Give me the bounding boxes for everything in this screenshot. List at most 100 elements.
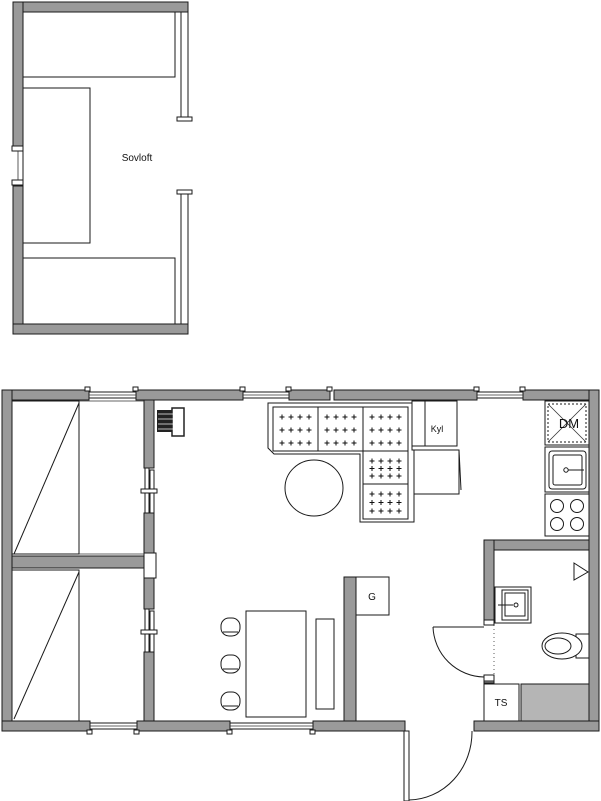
wall-bottom (473, 720, 600, 732)
loft-mattress-middle (22, 87, 91, 244)
cushion-cross (369, 458, 375, 464)
cushion-cross (369, 466, 375, 471)
bedroom-walls (11, 399, 158, 722)
windows (84, 386, 526, 735)
beds (11, 400, 144, 722)
bench (315, 618, 335, 710)
cushion-cross (378, 440, 384, 446)
wall-top (1, 389, 90, 401)
cushion-cross (369, 508, 375, 514)
loft-opening-mark (11, 145, 25, 152)
cushion-cross (342, 427, 348, 433)
cushion-cross (387, 440, 393, 446)
cushion-cross (378, 491, 384, 497)
loft-wall-top (12, 1, 189, 13)
vent-marker-icon (573, 562, 589, 581)
cushion-cross (387, 473, 393, 479)
cushion-cross (288, 414, 294, 420)
cushion-cross (333, 440, 339, 446)
wall-bottom (312, 720, 406, 732)
main-floor: Kyl DM (1, 386, 600, 801)
bathroom: TS (432, 539, 590, 722)
dryer-cabinet (483, 683, 520, 722)
loft-mattress-top (22, 11, 176, 78)
sleeping-loft: Sovloft (11, 1, 193, 335)
cushion-cross (378, 414, 384, 420)
cushion-cross (288, 440, 294, 446)
cushion-cross (396, 473, 402, 479)
cushion-cross (351, 440, 357, 446)
cushion-cross (342, 440, 348, 446)
cushion-cross (297, 427, 303, 433)
stool (220, 654, 241, 674)
loft-railing-end (176, 189, 193, 195)
loft-wall-bottom (12, 323, 189, 335)
sofa-cushion (272, 406, 319, 452)
cushion-cross (279, 427, 285, 433)
loft-railing-end (176, 116, 193, 122)
dishwasher-label: DM (559, 416, 579, 431)
side-cabinet (413, 449, 460, 495)
cushion-cross (378, 508, 384, 514)
cushion-cross (378, 427, 384, 433)
cushion-cross (369, 473, 375, 479)
shower-area (520, 683, 590, 722)
wardrobe-wall (343, 576, 357, 722)
wardrobe: G (343, 576, 390, 722)
bathroom-wall-top (483, 539, 590, 551)
cushion-cross (369, 500, 375, 505)
sliding-door-handle (140, 488, 158, 494)
bedroom-wall-end (143, 552, 157, 579)
cushion-cross (387, 491, 393, 497)
bedroom-wall (143, 512, 155, 554)
cushion-cross (324, 414, 330, 420)
cushion-cross (387, 458, 393, 464)
cushion-cross (396, 500, 402, 505)
cushion-cross (324, 427, 330, 433)
wall-top (522, 389, 600, 401)
fridge: Kyl (411, 400, 458, 447)
entrance-door (403, 730, 473, 801)
cushion-cross (378, 466, 384, 471)
cushion-cross (279, 414, 285, 420)
wardrobe-label: G (368, 592, 376, 603)
wall-right (588, 389, 600, 732)
burner (550, 499, 564, 513)
sliding-door-handle (140, 629, 158, 635)
burner (570, 517, 584, 531)
cushion-cross (396, 440, 402, 446)
cushion-cross (279, 440, 285, 446)
bed-upper (11, 400, 80, 555)
cushion-cross (387, 500, 393, 505)
cushion-cross (369, 440, 375, 446)
dryer-label: TS (495, 698, 508, 709)
bathroom-door-frame (483, 619, 495, 626)
loft-mattress-bottom (22, 257, 176, 325)
coffee-table (284, 459, 344, 517)
entrance-door-swing (408, 730, 473, 801)
fridge-body (411, 400, 458, 447)
sofa-pattern (279, 414, 402, 514)
burner (550, 517, 564, 531)
cushion-cross (369, 414, 375, 420)
cushion-cross (387, 508, 393, 514)
bedroom-wall (143, 399, 155, 469)
cushion-cross (333, 414, 339, 420)
bathroom-door-frame (483, 674, 495, 682)
wall-bottom (136, 720, 231, 732)
kitchen: DM (544, 400, 590, 537)
wall-left (1, 389, 13, 732)
sofa-cushion (317, 406, 364, 452)
cushion-cross (387, 427, 393, 433)
cushion-cross (387, 414, 393, 420)
cushion-cross (396, 414, 402, 420)
cushion-cross (396, 466, 402, 471)
bathroom-wall-left (483, 539, 495, 621)
wardrobe-cabinet (355, 576, 390, 616)
sofa-cushion (362, 483, 409, 520)
cushion-cross (396, 491, 402, 497)
bedroom-wall (143, 577, 155, 610)
cushion-cross (378, 458, 384, 464)
wall-bottom (1, 720, 91, 732)
bedroom-wall (143, 651, 155, 722)
